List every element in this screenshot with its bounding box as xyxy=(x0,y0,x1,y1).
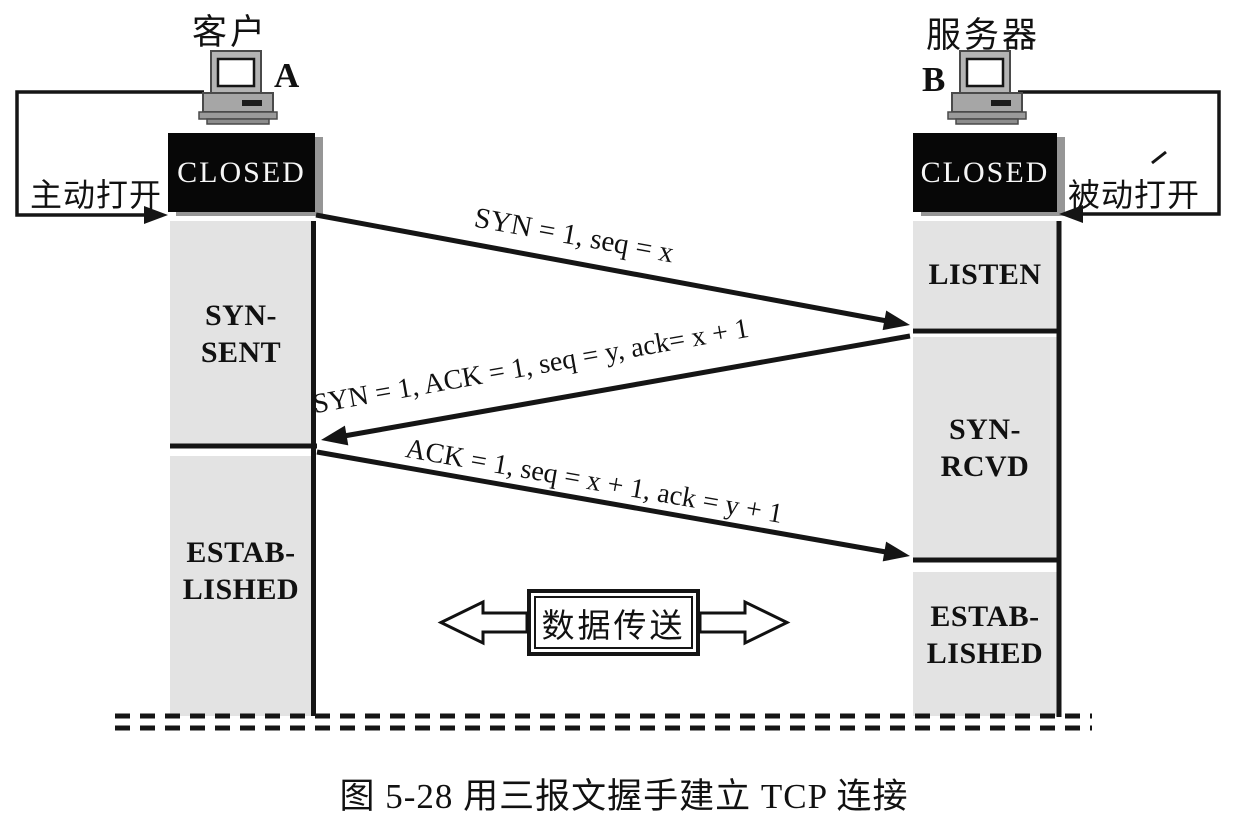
active-open-bracket-line xyxy=(15,90,204,217)
syn-message-arrowhead-icon xyxy=(882,310,910,331)
client-host-letter: A xyxy=(274,56,300,95)
passive-open-bracket-line xyxy=(1018,90,1221,216)
figure-caption: 图 5-28 用三报文握手建立 TCP 连接 xyxy=(339,777,909,816)
active-open-label: 主动打开 xyxy=(30,177,163,213)
client-state-established: ESTAB- LISHED xyxy=(170,456,312,716)
passive-open-arrowhead-icon xyxy=(1059,205,1083,223)
syn-rcvd-line1: SYN- xyxy=(948,412,1021,446)
active-open-arrowhead-icon xyxy=(144,206,168,224)
hollow-arrow-left-icon xyxy=(437,599,529,646)
scan-artifact-mark xyxy=(1151,150,1167,165)
syn-sent-line2: SENT xyxy=(200,336,282,369)
client-closed-label: CLOSED xyxy=(177,155,306,189)
hollow-arrow-right-icon xyxy=(698,599,791,646)
server-host-letter: B xyxy=(922,60,946,99)
client-estab-line1: ESTAB- xyxy=(186,536,296,569)
syn-rcvd-line2: RCVD xyxy=(940,449,1030,483)
syn-message-arrow-line xyxy=(315,212,888,324)
server-estab-line1: ESTAB- xyxy=(930,600,1040,633)
data-transfer-box: 数据传送 xyxy=(527,589,700,656)
server-title: 服务器 xyxy=(925,16,1040,55)
synack-message-arrowhead-icon xyxy=(321,425,349,446)
client-estab-line2: LISHED xyxy=(182,573,300,606)
synack-message-arrow-line xyxy=(343,333,911,439)
listen-label: LISTEN xyxy=(928,258,1042,291)
server-closed-label: CLOSED xyxy=(920,155,1050,189)
client-state-closed: CLOSED xyxy=(168,133,315,212)
client-title: 客户 xyxy=(191,13,268,52)
client-state-syn-sent: SYN- SENT xyxy=(170,221,312,447)
server-state-established: ESTAB- LISHED xyxy=(913,572,1057,716)
server-state-closed: CLOSED xyxy=(913,133,1057,212)
syn-sent-line1: SYN- xyxy=(204,299,277,332)
client-computer-icon xyxy=(198,50,278,125)
ack-message-arrow-line xyxy=(316,449,887,555)
data-transfer-label: 数据传送 xyxy=(534,596,693,649)
server-computer-icon xyxy=(947,50,1027,125)
passive-open-label: 被动打开 xyxy=(1068,177,1201,213)
ack-message-arrowhead-icon xyxy=(882,541,910,562)
server-state-listen: LISTEN xyxy=(913,221,1057,328)
server-state-syn-rcvd: SYN- RCVD xyxy=(913,337,1057,558)
server-estab-line2: LISHED xyxy=(926,637,1044,670)
